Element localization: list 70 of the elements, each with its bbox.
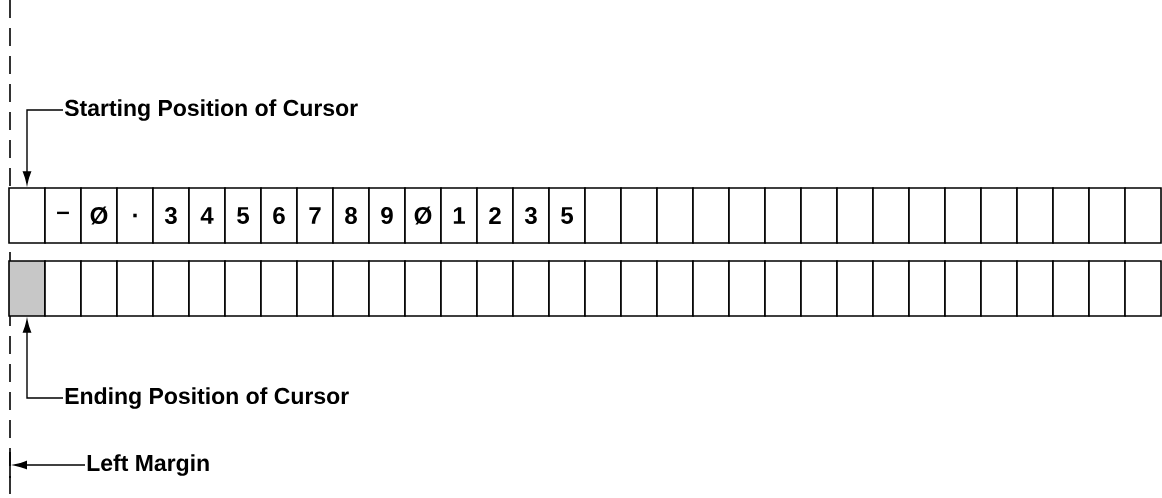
character-cell: Ø: [404, 187, 442, 244]
character-cell: 4: [188, 187, 226, 244]
character-cell: [656, 260, 694, 317]
character-cell: [584, 187, 622, 244]
character-cell: [476, 260, 514, 317]
character-cell: [1088, 260, 1126, 317]
character-cell: [980, 260, 1018, 317]
character-cell: [80, 260, 118, 317]
character-cell: [620, 187, 658, 244]
character-cell: [332, 260, 370, 317]
character-cell: 3: [512, 187, 550, 244]
character-cell: [1124, 260, 1162, 317]
character-cell: [656, 187, 694, 244]
character-cell: [872, 187, 910, 244]
character-cell: .: [116, 187, 154, 244]
character-cell: 8: [332, 187, 370, 244]
character-cell: [836, 260, 874, 317]
character-cell: [800, 187, 838, 244]
character-cell: [800, 260, 838, 317]
character-cell: [1088, 187, 1126, 244]
character-cell: [980, 187, 1018, 244]
character-cell: [908, 187, 946, 244]
character-cell: [512, 260, 550, 317]
character-cell: [116, 260, 154, 317]
character-cell: [764, 187, 802, 244]
character-cell: Ø: [80, 187, 118, 244]
leader-arrow: [14, 460, 86, 470]
character-cell: [260, 260, 298, 317]
character-cell: [944, 260, 982, 317]
character-cell: [404, 260, 442, 317]
character-cell: [152, 260, 190, 317]
leader-arrow: [22, 109, 64, 185]
character-cell: [440, 260, 478, 317]
character-cell: [1016, 187, 1054, 244]
character-cell: [728, 187, 766, 244]
character-cell: [368, 260, 406, 317]
character-cell: [1052, 260, 1090, 317]
character-cell: [692, 260, 730, 317]
callout-label: Left Margin: [87, 454, 209, 476]
character-cell: [692, 187, 730, 244]
character-cell: 9: [368, 187, 406, 244]
character-cell: 3: [152, 187, 190, 244]
character-cell: [224, 260, 262, 317]
character-cell: [620, 260, 658, 317]
character-cell: [836, 187, 874, 244]
character-cell: [728, 260, 766, 317]
callout-label: Starting Position of Cursor: [64, 99, 358, 121]
character-cell: [548, 260, 586, 317]
character-cell: [188, 260, 226, 317]
character-cell: –: [44, 187, 82, 244]
character-cell: [1052, 187, 1090, 244]
character-cell: 1: [440, 187, 478, 244]
character-cell: [8, 187, 46, 244]
character-cell: 2: [476, 187, 514, 244]
character-cell: [296, 260, 334, 317]
character-cell: [908, 260, 946, 317]
character-cell: [584, 260, 622, 317]
character-cell: [1016, 260, 1054, 317]
character-cell: 5: [224, 187, 262, 244]
cursor-cell: [8, 260, 46, 317]
character-cell: 6: [260, 187, 298, 244]
character-cell: [44, 260, 82, 317]
character-cell: 7: [296, 187, 334, 244]
character-cell: [944, 187, 982, 244]
character-cell: [872, 260, 910, 317]
leader-arrow: [22, 319, 64, 399]
character-cell: [1124, 187, 1162, 244]
character-cell: [764, 260, 802, 317]
callout-label: Ending Position of Cursor: [65, 387, 349, 409]
character-cell: 5: [548, 187, 586, 244]
